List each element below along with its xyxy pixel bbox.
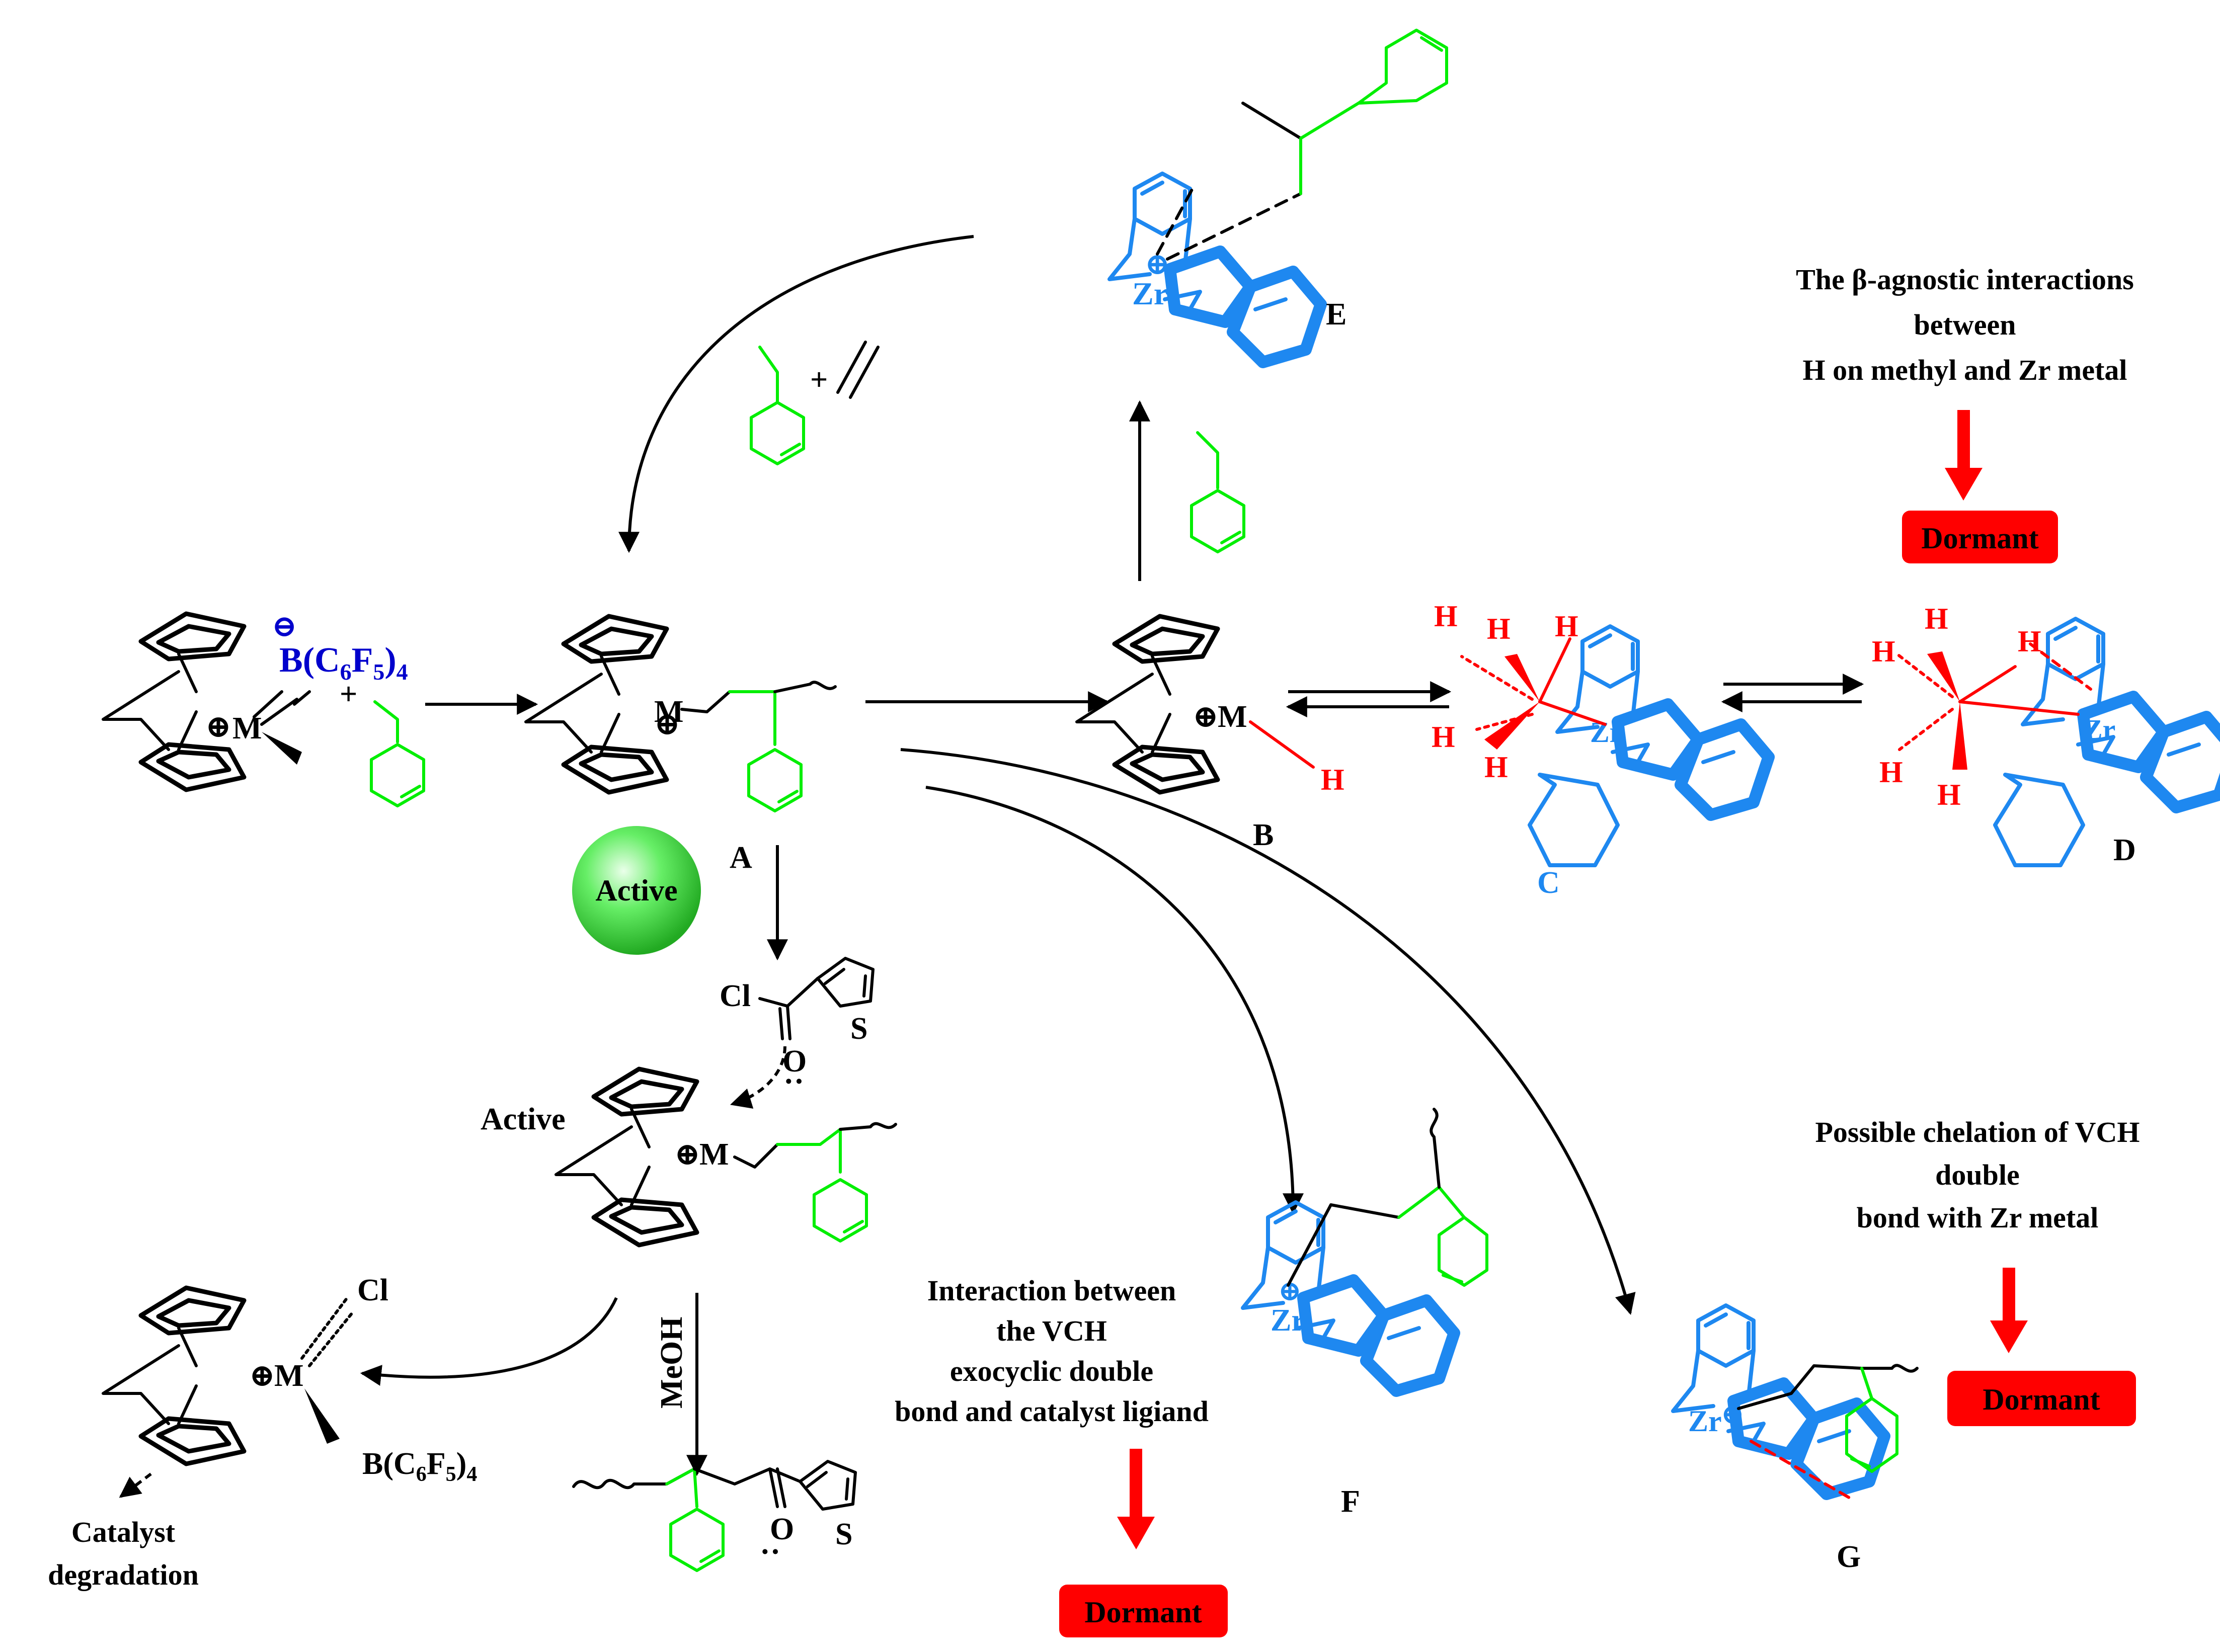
zr-label-d: Zr [2083,713,2115,746]
h-c-3: H [1434,600,1458,633]
lone-pair-2: ·· [760,1535,780,1569]
label-b: B [1253,818,1274,852]
hydride-label-b: H [1321,763,1344,796]
zr-label-g: Zr [1688,1405,1722,1438]
dormant-badge-1 [1902,511,2058,563]
charge-plus-1: ⊕ [205,710,231,744]
h-c-5: H [1484,751,1508,784]
chelation-note: Possible chelation of VCH double bond wi… [1815,1116,2140,1426]
active-sphere [572,826,701,955]
chelation-line-3: bond with Zr metal [1857,1201,2099,1234]
active-text-label: Active [481,1102,566,1136]
active-sphere-label: Active [595,874,677,907]
zr-label-e: Zr [1132,276,1168,311]
zr-label-f: Zr [1271,1303,1305,1338]
label-f: F [1341,1484,1360,1519]
vch-note-line-3: exocyclic double [950,1355,1153,1387]
h-c-2: H [1487,612,1511,645]
beta-note-line-3: H on methyl and Zr metal [1803,354,2127,386]
species-d: Zr H H H H H D [1872,602,2220,867]
species-g: Zr ⊕ G [1673,1305,1919,1574]
active-intermediate: Active ⊕ M [481,1069,897,1245]
beta-note-line-1: The β-agnostic interactions [1796,263,2134,296]
dormant-label-3: Dormant [1983,1383,2100,1416]
precatalyst: ⊕ M ⊖ B(C6F5)4 + [103,610,424,806]
h-d-5: H [1937,778,1961,811]
chelation-line-2: double [1935,1159,2020,1191]
plus-sign-1: + [340,677,357,711]
charge-plus-b: ⊕ [1193,700,1219,734]
plus-sign-2: + [810,363,828,397]
metal-label-deg: M [274,1359,304,1393]
label-d: D [2113,833,2136,867]
cl-label-2: Cl [357,1273,388,1307]
charge-plus-mid: ⊕ [674,1137,700,1172]
h-d-2: H [2018,625,2041,658]
metal-label-a: M [654,695,684,729]
s-label-2: S [835,1517,852,1551]
h-c-4: H [1432,720,1455,754]
label-c: C [1537,866,1560,900]
o-label-1: O [782,1044,807,1079]
label-g: G [1837,1540,1861,1574]
chelation-line-1: Possible chelation of VCH [1815,1116,2140,1148]
s-label-1: S [850,1012,867,1046]
beta-note-line-2: between [1914,308,2016,341]
dormant-badge-3 [1947,1371,2136,1426]
h-d-3: H [1872,635,1895,668]
charge-minus: ⊖ [272,610,297,643]
degradation-line-1: Catalyst [71,1516,176,1548]
dormant-badge-2 [1059,1585,1228,1637]
monomer-feed: + [751,341,880,464]
species-a: ⊕ M Active A [526,616,837,955]
label-a: A [730,841,752,875]
vch-note-line-4: bond and catalyst ligiand [895,1395,1209,1428]
beta-agostic-note: The β-agnostic interactions between H on… [1796,263,2134,563]
charge-plus-g: ⊕ [1721,1399,1745,1430]
vch-interaction-note: Interaction between the VCH exocyclic do… [895,1274,1228,1637]
metal-label-mid: M [699,1137,729,1172]
borate-label-2: B(C6F5)4 [362,1447,477,1486]
vch-note-line-2: the VCH [996,1314,1107,1347]
h-c-1: H [1555,610,1578,643]
charge-plus-a: ⊕ [654,707,680,741]
species-c: Zr H H H H H C [1432,600,1769,900]
dormant-label-1: Dormant [1921,522,2038,555]
quench-product: MeOH S O ·· [572,1317,855,1571]
meoh-label: MeOH [655,1317,689,1409]
h-d-4: H [1879,756,1903,789]
cl-label-1: Cl [720,979,751,1013]
h-d-1: H [1925,602,1948,635]
species-e: ⊕ Zr E [1109,29,1448,552]
vch-note-line-1: Interaction between [927,1274,1176,1307]
dormant-label-2: Dormant [1084,1596,1202,1629]
lone-pair-1: ·· [783,1064,804,1099]
degraded-catalyst: ⊕ M Cl B(C6F5)4 Catalyst degradation [48,1273,477,1591]
label-e: E [1326,297,1346,332]
species-b: ⊕ M H B [1077,616,1344,852]
species-f: ⊕ Zr F [1243,1108,1488,1519]
metal-label-1: M [232,711,262,746]
degradation-line-2: degradation [48,1558,199,1591]
metal-label-b: M [1218,700,1247,734]
charge-plus-deg: ⊕ [249,1359,275,1393]
acyl-chloride: Cl S O ·· [720,958,873,1099]
o-label-2: O [770,1512,794,1546]
